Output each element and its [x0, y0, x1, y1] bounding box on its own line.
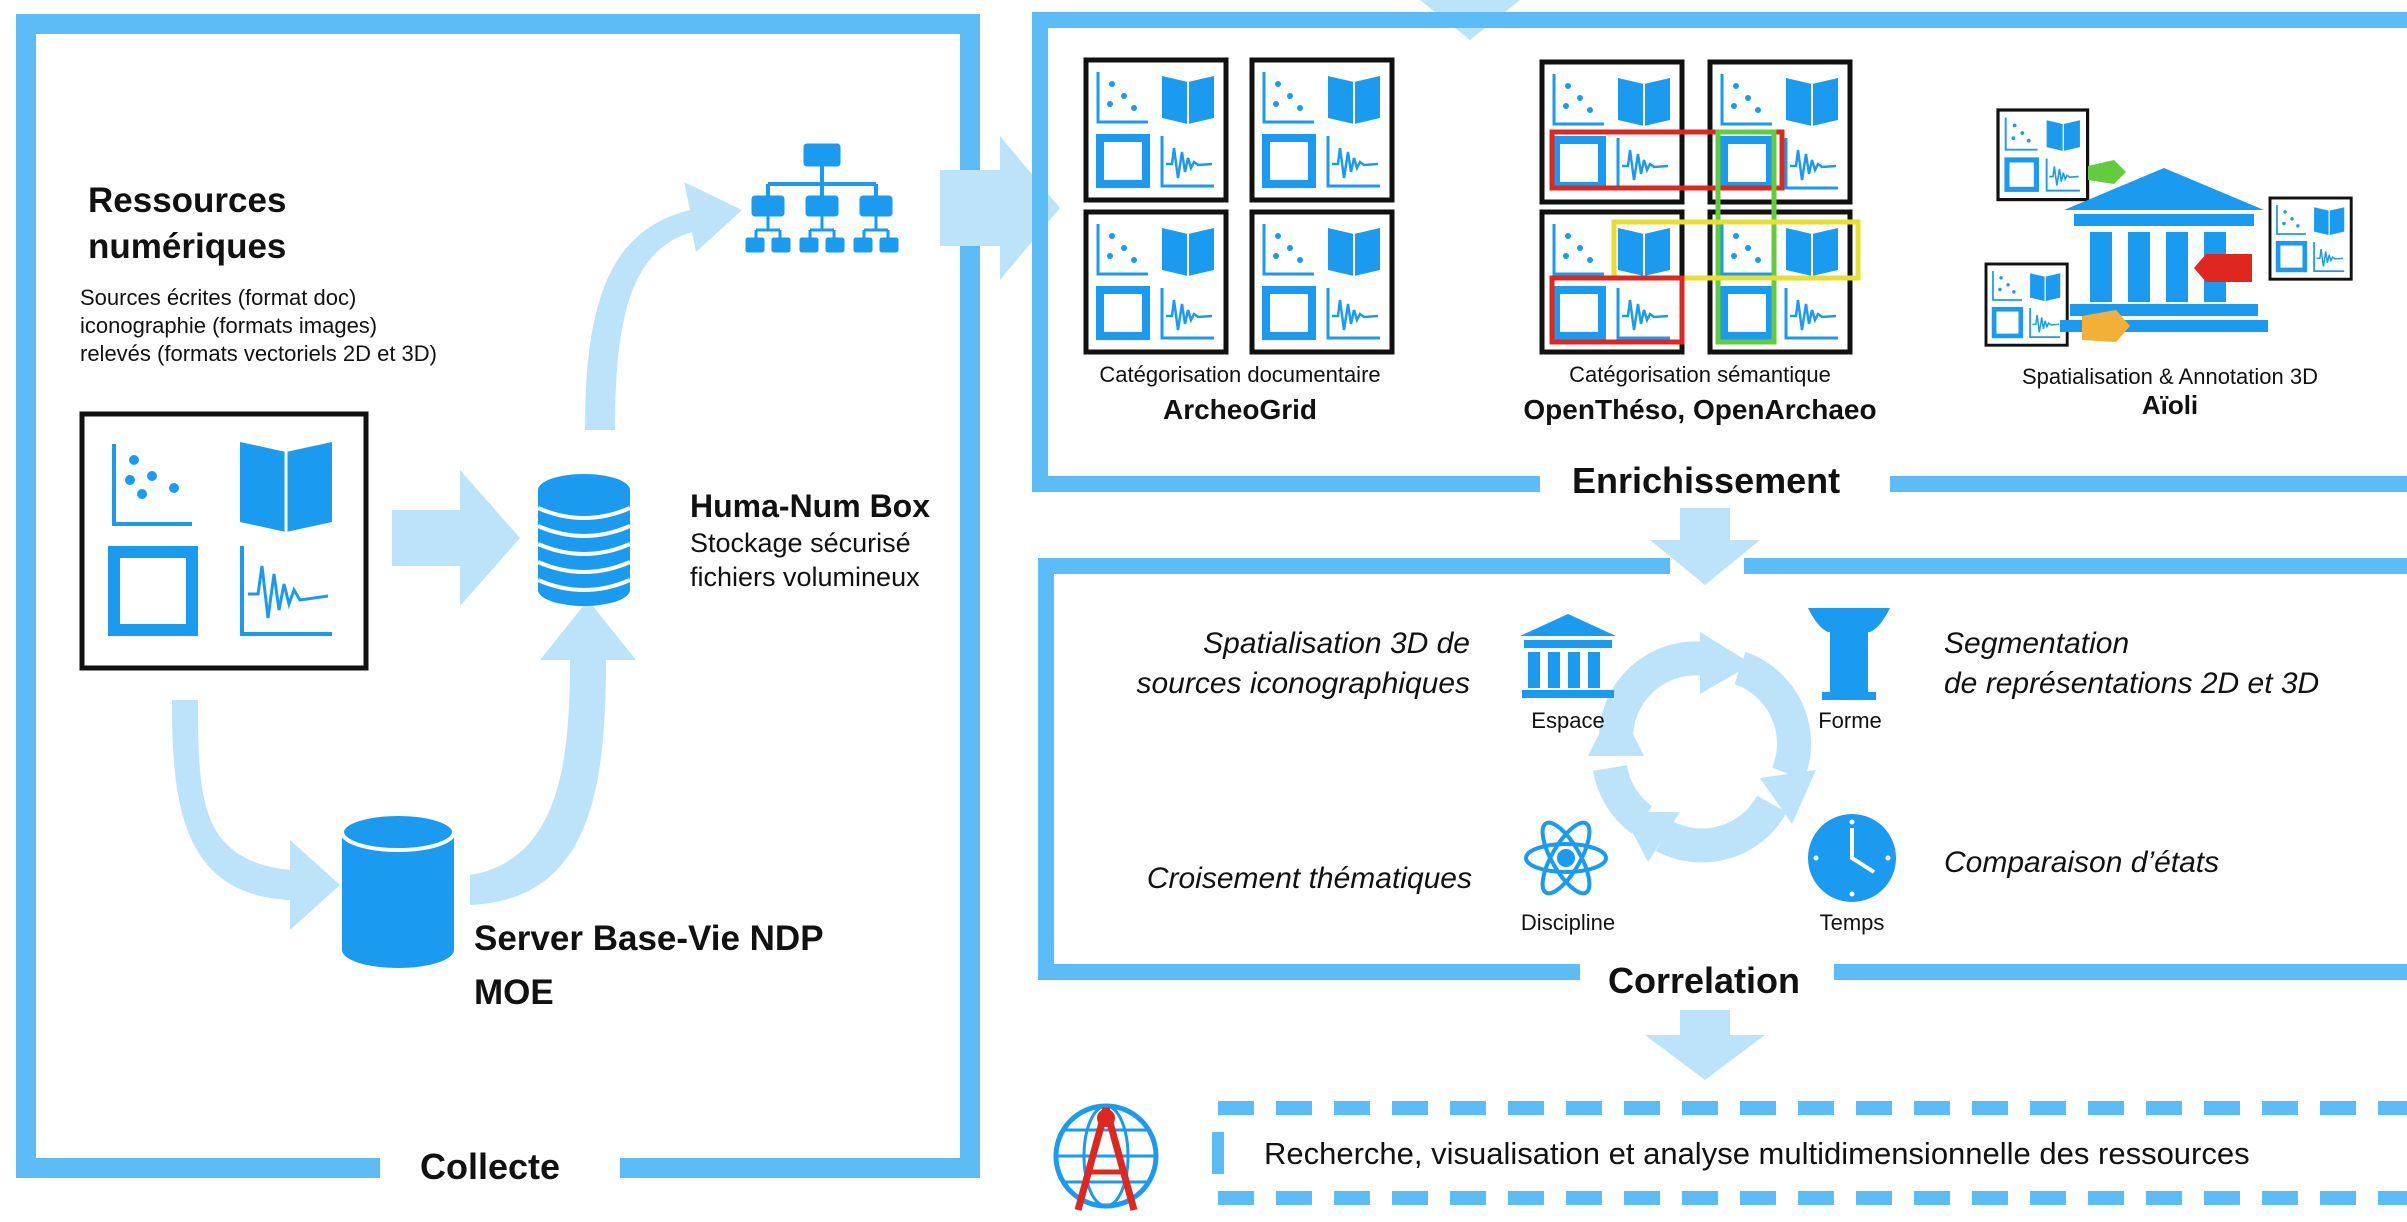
collecte-flow-arrows [172, 0, 1765, 1080]
server-database-icon [340, 812, 456, 968]
enrichissement-panel [1032, 12, 2407, 492]
arrow-collecte-to-enrichissement [940, 136, 1060, 280]
discipline-icon [1524, 820, 1608, 896]
comparaison-text: Comparaison d’états [1944, 846, 2220, 879]
arrow-server-to-humanum [470, 600, 636, 905]
discipline-label: Discipline [1520, 910, 1616, 935]
resources-title-line1: Ressources [88, 181, 287, 220]
croisement-text: Croisement thématiques [1146, 862, 1472, 895]
humanum-line1: Stockage sécurisé [690, 528, 911, 558]
arrow-resources-to-humanum [392, 470, 520, 606]
archeogrid-caption-block: Catégorisation documentaire ArcheoGrid [1030, 362, 1450, 426]
recherche-text: Recherche, visualisation et analyse mult… [1264, 1136, 2250, 1171]
aioli-caption: Spatialisation & Annotation 3D [2022, 364, 2318, 389]
resources-line-2: iconographie (formats images) [80, 313, 378, 338]
temps-label: Temps [1819, 910, 1885, 935]
opentheso-name: OpenThéso, OpenArchaeo [1523, 394, 1877, 425]
resources-line-3: relevés (formats vectoriels 2D et 3D) [80, 341, 437, 366]
enrichissement-section-title: Enrichissement [1552, 460, 1861, 502]
resources-line-1: Sources écrites (format doc) [80, 285, 357, 310]
collecte-panel [16, 14, 980, 1178]
aioli-caption-block: Spatialisation & Annotation 3D Aïoli [1960, 364, 2380, 421]
forme-icon [1808, 608, 1890, 700]
temps-icon [1808, 814, 1896, 902]
humanum-label: Huma-Num Box Stockage sécurisé fichiers … [690, 486, 930, 594]
opentheso-caption: Catégorisation sémantique [1569, 362, 1831, 387]
correlation-section-title: Correlation [1588, 960, 1821, 1002]
server-label: Server Base-Vie NDP MOE [474, 912, 824, 1020]
opentheso-icon [1542, 62, 1861, 352]
arrow-correlation-to-recherche [1645, 1010, 1765, 1080]
spatial-line2: sources iconographiques [1136, 667, 1470, 700]
resources-description: Sources écrites (format doc) iconographi… [80, 284, 437, 368]
espace-label: Espace [1531, 708, 1605, 733]
server-line1: Server Base-Vie NDP [474, 919, 824, 958]
aioli-name: Aïoli [2141, 390, 2199, 420]
archeogrid-caption: Catégorisation documentaire [1099, 362, 1381, 387]
compass-globe-icon [1053, 1103, 1159, 1211]
arrow-resources-to-server [172, 700, 340, 930]
aioli-icon [1986, 110, 2351, 345]
spatial-text: Spatialisation 3D de sources iconographi… [1090, 624, 1470, 704]
recherche-dashed-frame [1218, 1101, 2407, 1205]
resources-title-line2: numériques [88, 227, 287, 266]
server-line2: MOE [474, 973, 554, 1012]
arrow-humanum-to-tree [585, 182, 742, 430]
correlation-panel [1038, 558, 2407, 980]
forme-label: Forme [1818, 708, 1882, 733]
segment-text: Segmentation de représentations 2D et 3D [1944, 624, 2319, 704]
humanum-title: Huma-Num Box [690, 488, 931, 524]
espace-icon [1520, 614, 1616, 698]
cycle-arrowheads [1588, 632, 1816, 862]
arrow-enrichissement-to-correlation [1650, 508, 1760, 585]
resources-title: Ressources numériques [88, 178, 286, 270]
segment-line1: Segmentation [1944, 627, 2130, 660]
recherche-frame-bar [1212, 1132, 1224, 1174]
humanum-database-icon [537, 474, 631, 606]
spatial-line1: Spatialisation 3D de [1203, 627, 1470, 660]
archeogrid-icon [1086, 60, 1392, 352]
archeogrid-name: ArcheoGrid [1162, 394, 1318, 425]
opentheso-caption-block: Catégorisation sémantique OpenThéso, Ope… [1480, 362, 1920, 426]
segment-line2: de représentations 2D et 3D [1944, 667, 2320, 700]
collecte-section-title: Collecte [400, 1146, 581, 1188]
humanum-line2: fichiers volumineux [690, 562, 920, 592]
resources-box [79, 411, 369, 671]
hierarchy-icon [745, 143, 899, 253]
